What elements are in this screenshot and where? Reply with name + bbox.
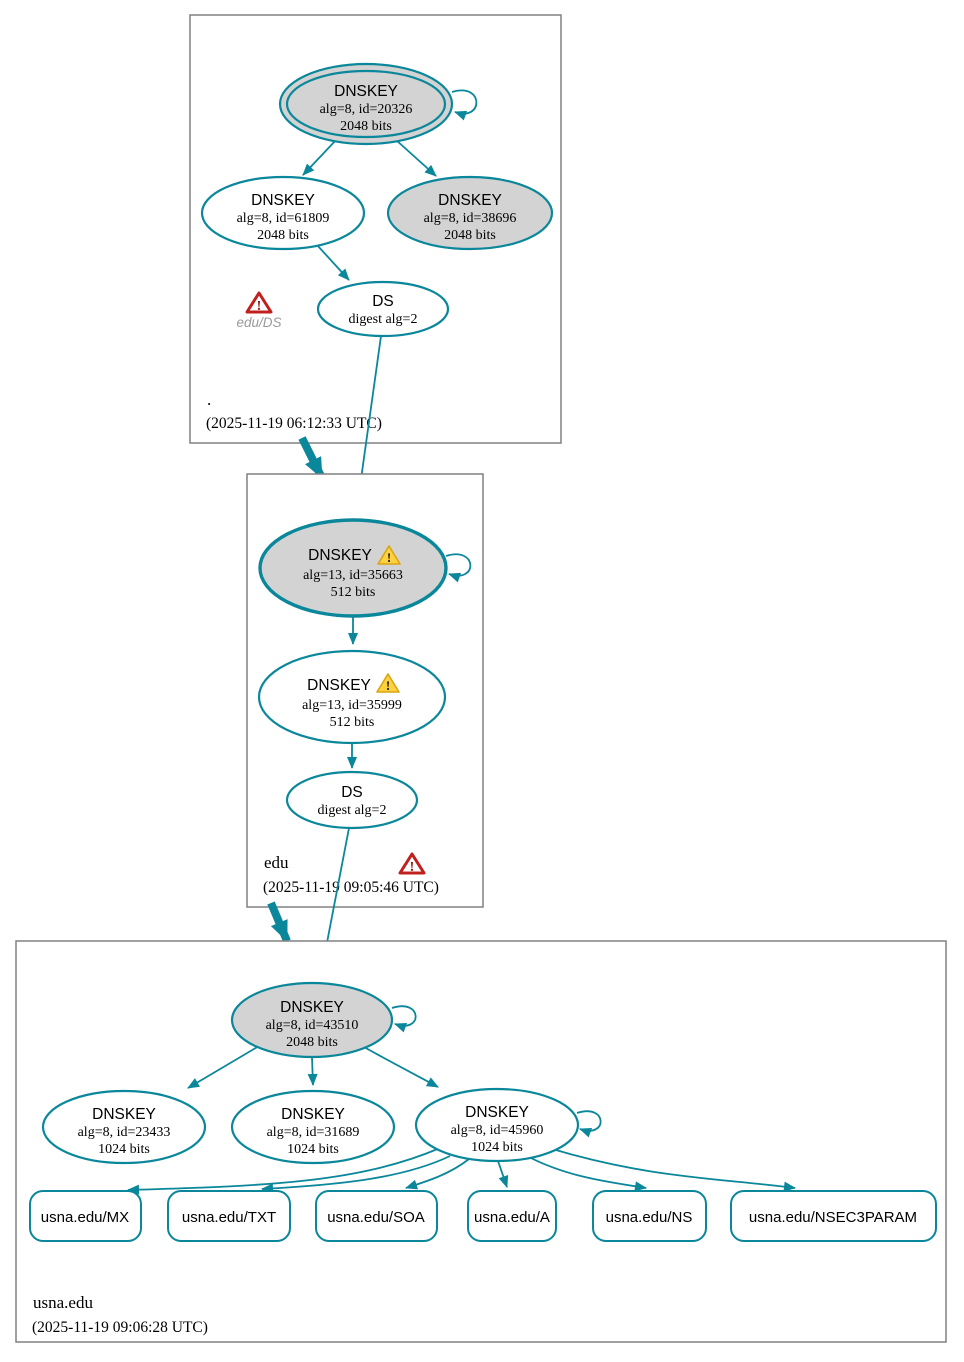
warning-bang: ! [386, 678, 390, 693]
dnskey-alg-id: alg=13, id=35999 [302, 698, 402, 713]
zone-root-timestamp: (2025-11-19 06:12:33 UTC) [206, 415, 382, 432]
edge-ksk43510-to-zsk31689 [307, 1056, 318, 1086]
edge-ksk20326-to-zsk61809 [302, 138, 338, 176]
dnskey-alg-id: alg=13, id=35663 [303, 568, 403, 583]
warning-triangle-icon [377, 545, 401, 565]
dnskey-alg-id: alg=8, id=43510 [266, 1018, 359, 1033]
dnskey-bits: 1024 bits [98, 1142, 150, 1157]
rrset-label: usna.edu/A [474, 1209, 550, 1226]
error-bang: ! [257, 299, 262, 314]
dnskey-bits: 2048 bits [340, 119, 392, 134]
node-dnskey-45960[interactable]: DNSKEY alg=8, id=45960 1024 bits [414, 1087, 580, 1163]
edge-delegation-root-to-edu [298, 436, 326, 480]
error-edu-ds: ! edu/DS [236, 291, 282, 330]
dnskey-bits: 2048 bits [257, 228, 309, 243]
node-dnskey-35999[interactable]: DNSKEY ! alg=13, id=35999 512 bits [257, 649, 447, 745]
node-rrset-a[interactable]: usna.edu/A [467, 1190, 557, 1242]
ds-title: DS [341, 784, 363, 801]
dnskey-title: DNSKEY [251, 192, 315, 209]
dnskey-alg-id: alg=8, id=45960 [451, 1123, 544, 1138]
node-dnskey-31689[interactable]: DNSKEY alg=8, id=31689 1024 bits [230, 1089, 396, 1165]
warning-triangle-icon [376, 673, 400, 693]
dnskey-bits: 512 bits [330, 715, 375, 730]
dnskey-title: DNSKEY [281, 1106, 345, 1123]
error-triangle-icon [245, 291, 273, 314]
dnskey-alg-id: alg=8, id=31689 [267, 1125, 360, 1140]
zone-usna-timestamp: (2025-11-19 09:06:28 UTC) [32, 1319, 208, 1336]
edge-45960-to-mx [127, 1147, 441, 1195]
zone-root-label: . [207, 390, 211, 409]
edge-45960-to-a [497, 1160, 509, 1188]
zone-edu-timestamp: (2025-11-19 09:05:46 UTC) [263, 879, 439, 896]
dnskey-bits: 2048 bits [444, 228, 496, 243]
edge-zsk61809-to-ds [316, 244, 350, 281]
dnskey-alg-id: alg=8, id=61809 [237, 211, 330, 226]
ds-detail: digest alg=2 [318, 803, 387, 818]
node-dnskey-35663[interactable]: DNSKEY ! alg=13, id=35663 512 bits [258, 518, 448, 618]
rrset-label: usna.edu/TXT [182, 1209, 276, 1226]
node-dnskey-43510[interactable]: DNSKEY alg=8, id=43510 2048 bits [230, 981, 394, 1059]
zone-usna-label: usna.edu [33, 1293, 93, 1312]
zone-usna: DNSKEY alg=8, id=43510 2048 bits DNSKEY … [15, 940, 947, 1343]
rrset-label: usna.edu/SOA [327, 1209, 425, 1226]
dnskey-alg-id: alg=8, id=23433 [78, 1125, 171, 1140]
edge-45960-to-nsec3param [548, 1147, 796, 1192]
zone-edu: DNSKEY ! alg=13, id=35663 512 bits DNSKE… [246, 473, 484, 908]
edge-45960-to-txt [261, 1155, 451, 1194]
edge-ksk43510-to-zsk45960 [363, 1046, 439, 1088]
node-edu-ds[interactable]: DS digest alg=2 [285, 770, 419, 830]
dnskey-title: DNSKEY [280, 999, 344, 1016]
rrset-label: usna.edu/NSEC3PARAM [749, 1209, 917, 1226]
node-rrset-txt[interactable]: usna.edu/TXT [167, 1190, 291, 1242]
dnskey-title: DNSKEY [438, 192, 502, 209]
edge-ksk20326-selfloop [451, 89, 478, 121]
dnskey-alg-id: alg=8, id=20326 [320, 102, 413, 117]
edge-delegation-edu-to-usna [267, 901, 291, 943]
ds-detail: digest alg=2 [349, 312, 418, 327]
zone-edu-error: ! [398, 852, 426, 875]
dnskey-bits: 1024 bits [287, 1142, 339, 1157]
node-rrset-soa[interactable]: usna.edu/SOA [315, 1190, 438, 1242]
node-dnskey-38696[interactable]: DNSKEY alg=8, id=38696 2048 bits [386, 175, 554, 251]
node-root-ds[interactable]: DS digest alg=2 [316, 280, 450, 338]
node-rrset-ns[interactable]: usna.edu/NS [592, 1190, 707, 1242]
edge-zsk45960-selfloop [576, 1110, 602, 1138]
edge-ksk20326-to-zsk38696 [395, 139, 437, 177]
dnskey-title: DNSKEY [334, 83, 398, 100]
node-dnskey-23433[interactable]: DNSKEY alg=8, id=23433 1024 bits [41, 1089, 207, 1165]
ds-title: DS [372, 293, 394, 310]
edge-ksk43510-selfloop [391, 1005, 417, 1033]
edge-ksk43510-to-zsk23433 [187, 1045, 260, 1089]
node-rrset-mx[interactable]: usna.edu/MX [29, 1190, 142, 1242]
rrset-label: usna.edu/MX [41, 1209, 129, 1226]
error-label: edu/DS [236, 315, 281, 330]
dnskey-alg-id: alg=8, id=38696 [424, 211, 517, 226]
error-bang: ! [410, 860, 415, 875]
edge-ksk35663-selfloop [445, 553, 472, 583]
dnskey-title: DNSKEY [307, 677, 371, 694]
edge-45960-to-ns [526, 1155, 647, 1192]
dnskey-title: DNSKEY [465, 1104, 529, 1121]
dnskey-title: DNSKEY [92, 1106, 156, 1123]
node-dnskey-61809[interactable]: DNSKEY alg=8, id=61809 2048 bits [200, 175, 366, 251]
zone-edu-label: edu [264, 853, 289, 872]
edge-45960-to-soa [405, 1158, 470, 1190]
dnskey-title: DNSKEY [308, 547, 372, 564]
node-dnskey-20326[interactable]: DNSKEY alg=8, id=20326 2048 bits [278, 62, 454, 146]
node-rrset-nsec3param[interactable]: usna.edu/NSEC3PARAM [730, 1190, 937, 1242]
dnskey-bits: 512 bits [331, 585, 376, 600]
error-triangle-icon [398, 852, 426, 875]
dnskey-bits: 1024 bits [471, 1140, 523, 1155]
warning-bang: ! [387, 550, 391, 565]
rrset-label: usna.edu/NS [606, 1209, 693, 1226]
dnskey-bits: 2048 bits [286, 1035, 338, 1050]
